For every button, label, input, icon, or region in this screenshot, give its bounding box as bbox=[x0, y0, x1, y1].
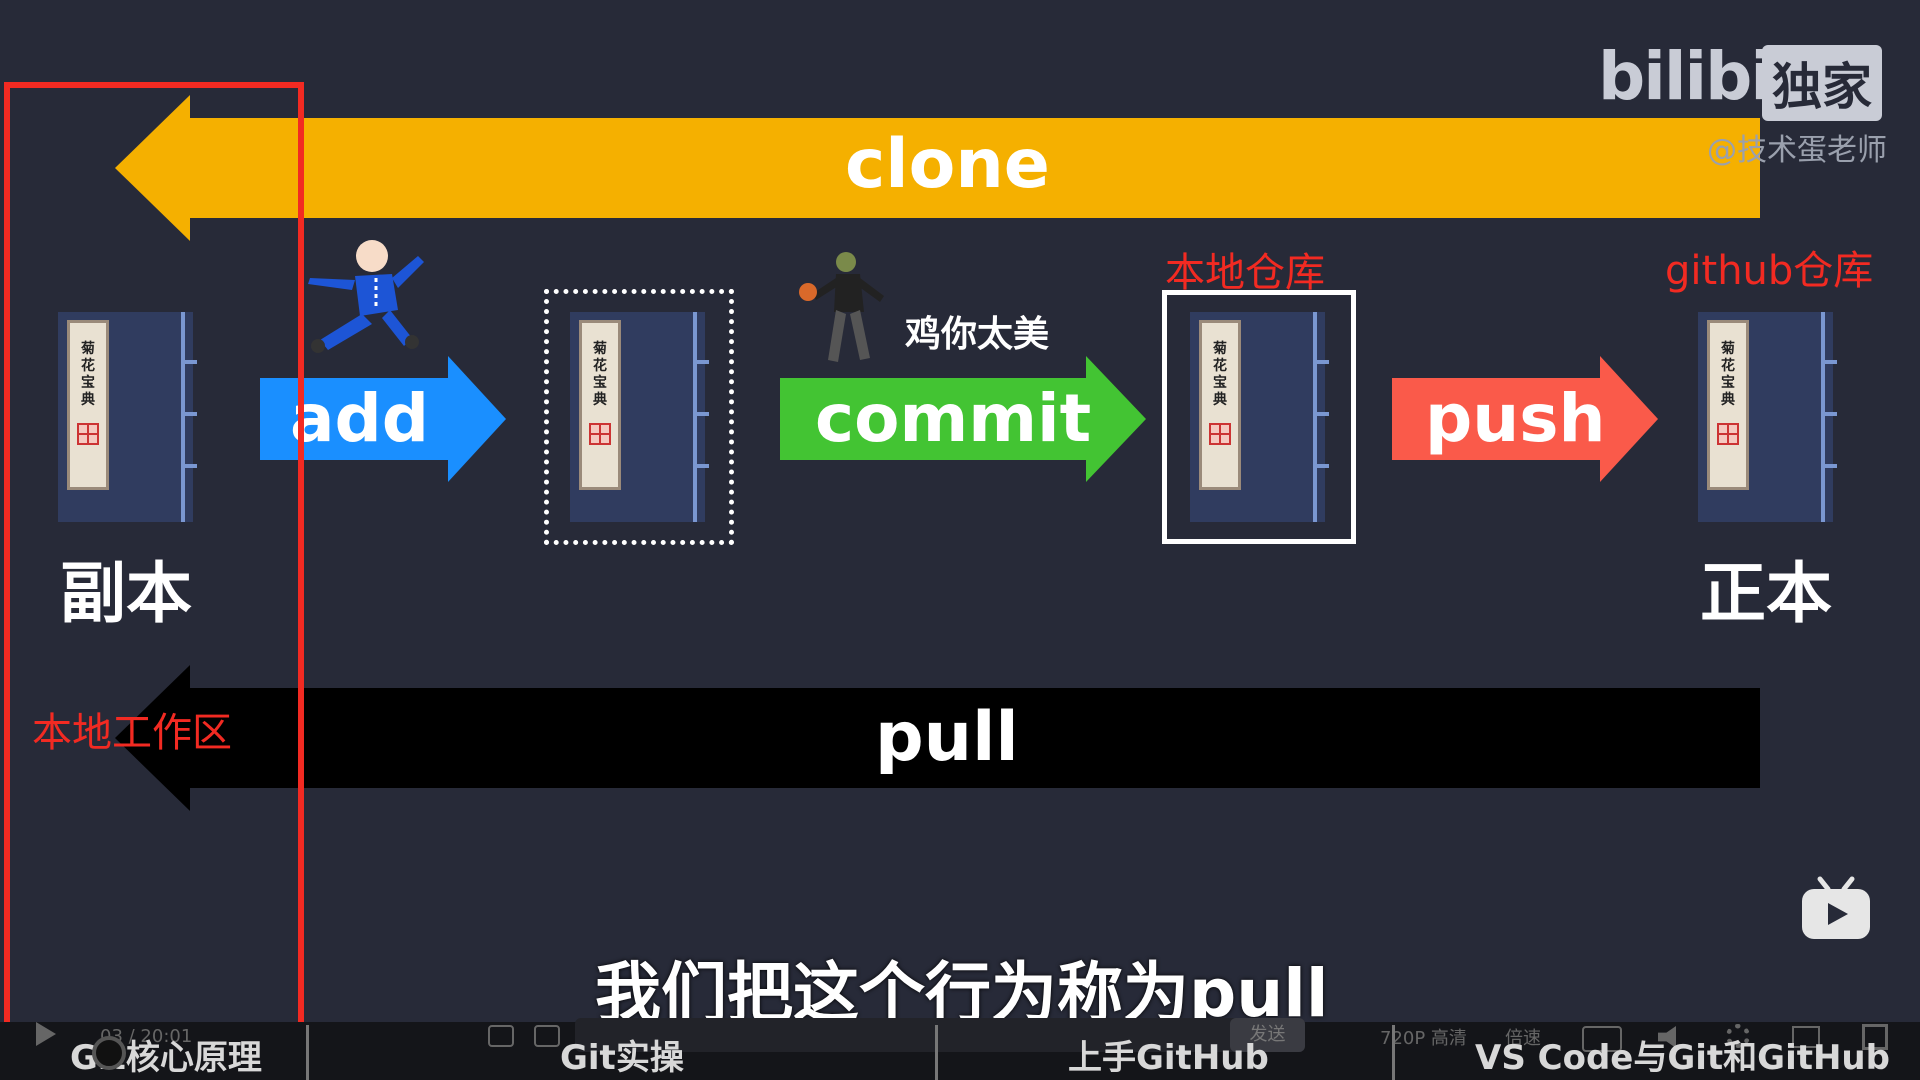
danmaku-toggle-icon[interactable] bbox=[488, 1025, 514, 1047]
bilibili-tv-icon[interactable] bbox=[1800, 875, 1872, 941]
speed-selector[interactable]: 倍速 bbox=[1505, 1028, 1541, 1049]
time-display: 03 / 20:01 bbox=[100, 1026, 193, 1047]
seal-icon bbox=[1209, 423, 1231, 445]
chapter-github[interactable]: 上手GitHub bbox=[1068, 1038, 1269, 1078]
workspace-highlight-box bbox=[4, 82, 304, 1047]
book-label: 菊花 宝典 bbox=[1707, 320, 1749, 490]
seal-icon bbox=[1717, 423, 1739, 445]
subtitle-toggle-icon[interactable] bbox=[1582, 1026, 1622, 1052]
book-label: 菊花 宝典 bbox=[579, 320, 621, 490]
book-staged: 菊花 宝典 bbox=[570, 312, 709, 522]
book-label: 菊花 宝典 bbox=[67, 320, 109, 490]
danmaku-input[interactable] bbox=[575, 1018, 1305, 1052]
workspace-label: 本地工作区 bbox=[32, 710, 232, 756]
github-repo-label: github仓库 bbox=[1665, 248, 1874, 294]
seal-icon bbox=[589, 423, 611, 445]
book-label: 菊花 宝典 bbox=[1199, 320, 1241, 490]
chapter-git-practice[interactable]: Git实操 bbox=[560, 1038, 684, 1078]
fullscreen-icon[interactable] bbox=[1862, 1024, 1888, 1050]
pull-label: pull bbox=[875, 698, 1019, 777]
book-local-repo: 菊花 宝典 bbox=[1190, 312, 1329, 522]
add-label: add bbox=[290, 380, 430, 457]
chapter-divider bbox=[1392, 1025, 1395, 1080]
book-original: 菊花 宝典 bbox=[1698, 312, 1837, 522]
chapter-vscode-git[interactable]: VS Code与Git和GitHub bbox=[1475, 1038, 1890, 1078]
clone-label: clone bbox=[845, 125, 1050, 204]
original-label: 正本 bbox=[1700, 555, 1832, 632]
exclusive-badge: 独家 bbox=[1762, 45, 1882, 121]
kungfu-figure-icon bbox=[308, 240, 424, 353]
staging-area-frame bbox=[544, 289, 734, 545]
meme-caption: 鸡你太美 bbox=[905, 314, 1050, 355]
settings-gear-icon[interactable] bbox=[1726, 1024, 1750, 1048]
push-label: push bbox=[1425, 380, 1606, 457]
author-watermark: @技术蛋老师 bbox=[1707, 133, 1887, 168]
seal-icon bbox=[77, 423, 99, 445]
local-repo-label: 本地仓库 bbox=[1165, 250, 1325, 296]
danmaku-settings-icon[interactable] bbox=[534, 1025, 560, 1047]
play-button-icon[interactable] bbox=[36, 1022, 56, 1046]
book-copy: 菊花 宝典 bbox=[58, 312, 197, 522]
send-button[interactable]: 发送 bbox=[1230, 1018, 1305, 1052]
quality-selector[interactable]: 720P 高清 bbox=[1380, 1028, 1467, 1049]
pip-icon[interactable] bbox=[1792, 1026, 1820, 1048]
chapter-divider bbox=[306, 1025, 309, 1080]
local-repo-frame bbox=[1162, 290, 1356, 544]
commit-label: commit bbox=[815, 380, 1092, 457]
progress-scrubber[interactable] bbox=[92, 1036, 126, 1070]
copy-label: 副本 bbox=[60, 555, 192, 632]
chapter-divider bbox=[935, 1025, 938, 1080]
basketball-dancer-icon bbox=[799, 252, 884, 362]
